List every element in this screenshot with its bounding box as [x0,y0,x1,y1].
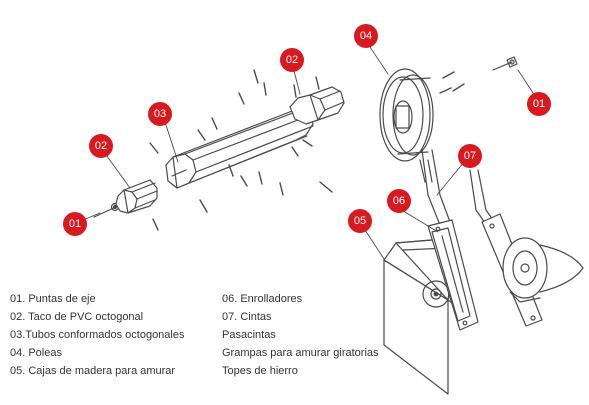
axle-tip-right [492,56,518,71]
badge-06: 06 [387,189,411,213]
legend-item: Grampas para amurar giratorias [222,347,379,359]
badge-04: 04 [354,24,378,48]
legend-item: 05. Cajas de madera para amurar [10,365,176,377]
mounted-reel [481,213,584,327]
svg-text:04: 04 [360,30,372,42]
svg-text:06: 06 [393,195,405,207]
badge-01-left: 01 [63,212,87,236]
legend-item: 01. Puntas de eje [10,293,96,305]
badge-05: 05 [348,209,372,233]
octagonal-tube [165,107,314,189]
svg-text:05: 05 [354,215,366,227]
legend-left: 01. Puntas de eje 02. Taco de PVC octogo… [10,290,184,380]
pvc-plug-right [289,86,345,125]
svg-text:02: 02 [95,140,107,152]
badge-07: 07 [458,144,482,168]
legend-item: 07. Cintas [222,311,272,323]
reel [427,219,479,331]
badge-02-right: 02 [280,48,304,72]
badge-02-left: 02 [89,134,113,158]
legend-item: 03.Tubos conformados octogonales [10,329,185,341]
svg-text:01: 01 [69,218,81,230]
legend-item: Topes de hierro [222,365,298,377]
legend-item: Pasacintas [222,329,276,341]
badge-03: 03 [148,102,172,126]
svg-text:01: 01 [533,98,545,110]
leader-lines [77,43,536,263]
pvc-plug-left [115,179,158,214]
legend-item: 04. Poleas [10,347,62,359]
svg-text:02: 02 [286,54,298,66]
legend-right: 06. Enrolladores 07. Cintas Pasacintas G… [222,290,379,380]
pulley [379,68,434,183]
axle-tip-left [93,202,120,218]
badge-01-right: 01 [527,92,551,116]
svg-text:03: 03 [154,108,166,120]
screws [149,69,465,231]
svg-text:07: 07 [464,150,476,162]
legend-item: 02. Taco de PVC octogonal [10,311,144,323]
legend-item: 06. Enrolladores [222,293,303,305]
